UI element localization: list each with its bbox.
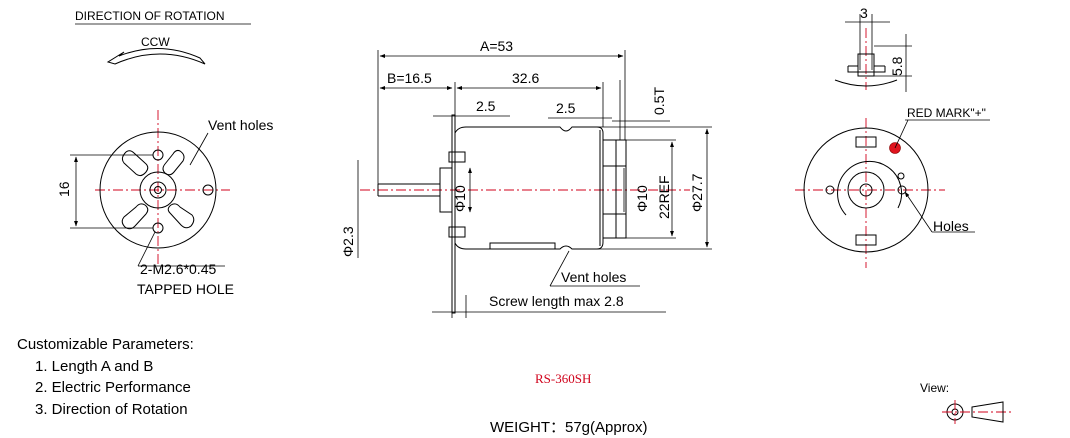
side-vent-leader [549, 250, 570, 287]
projection-symbol-icon [942, 400, 1014, 424]
holes-leader [904, 191, 933, 233]
param-item: 3. Direction of Rotation [35, 401, 188, 419]
rear-cap [602, 139, 627, 239]
side-vent-holes-label: Vent holes [561, 269, 626, 285]
tapped-hole-line1: 2-M2.6*0.45 [140, 261, 216, 277]
weight-label: WEIGHT：57g(Approx) [490, 419, 648, 436]
params-title: Customizable Parameters: [17, 336, 194, 353]
terminal-detail: 3 5.8 [834, 5, 912, 92]
terminal-plate [857, 53, 875, 77]
dim3-label: 3 [860, 5, 868, 21]
vent-hole [121, 150, 149, 177]
screw-length-label: Screw length max 2.8 [489, 293, 624, 309]
dim326-label: 32.6 [512, 70, 539, 86]
motor-body [454, 126, 604, 250]
rotation-title: DIRECTION OF ROTATION [75, 9, 225, 23]
rear-hole-small [897, 172, 905, 180]
dimA-label: A=53 [480, 38, 513, 54]
screw-top [448, 151, 466, 163]
rear-hole-right [897, 185, 907, 195]
rear-shaft [859, 183, 873, 197]
dim05t-label: 0.5T [651, 87, 667, 115]
terminal-tab [847, 65, 886, 73]
param-item: 1. Length A and B [35, 357, 154, 375]
view-label: View: [920, 381, 949, 395]
vent-hole [162, 149, 185, 176]
terminal-arc [834, 79, 898, 87]
front-outer-circle [99, 131, 217, 249]
param-item: 2. Electric Performance [35, 379, 191, 397]
model-number: RS-360SH [535, 371, 591, 386]
rear-view: RED MARK"+" Holes [795, 106, 990, 268]
dim58-label: 5.8 [889, 56, 905, 76]
front-small-hole [202, 184, 214, 196]
front-view: 16 Vent holes 2-M2.6*0.45 TAPPED HOLE [56, 110, 273, 297]
terminal-bottom [855, 234, 877, 246]
rear-bearing [847, 171, 885, 209]
shaft-dia-label: Φ2.3 [340, 226, 356, 257]
dimB-label: B=16.5 [387, 70, 432, 86]
dim25-right-label: 2.5 [556, 100, 576, 116]
side-view: A=53 B=16.5 32.6 2.5 2.5 0.5T Φ2.3 Φ10 Φ… [340, 38, 712, 318]
vent-leader [189, 132, 209, 166]
shaft [377, 183, 440, 197]
front-shaft-hole [149, 181, 167, 199]
boss-left-label: Φ10 [452, 185, 468, 212]
holes-label: Holes [933, 218, 969, 234]
red-mark-leader [894, 119, 909, 149]
rear-inner-ring [837, 160, 903, 216]
tapped-leader-a [137, 231, 156, 267]
vent-holes [121, 149, 195, 230]
front-bearing-ring [139, 171, 177, 209]
dim16-label: 16 [56, 181, 72, 197]
rotation-indicator: DIRECTION OF ROTATION CCW [75, 9, 251, 65]
front-shaft [154, 186, 162, 194]
dim277-label: Φ27.7 [689, 173, 705, 212]
rear-outer-circle [803, 127, 929, 253]
red-mark-label: RED MARK"+" [907, 106, 986, 120]
body-vent [489, 242, 556, 249]
ccw-arrow-icon [106, 48, 206, 65]
rotation-direction: CCW [141, 35, 170, 49]
rear-boss [602, 165, 627, 215]
vent-hole [121, 203, 149, 230]
boss-right-label: Φ10 [634, 185, 650, 212]
dim22-label: 22REF [656, 175, 672, 219]
dim25-left-label: 2.5 [476, 98, 496, 114]
front-vent-holes-label: Vent holes [208, 117, 273, 133]
terminal-top [855, 136, 877, 148]
rear-hole-left [825, 185, 835, 195]
tapped-hole-line2: TAPPED HOLE [137, 281, 234, 297]
vent-hole [167, 203, 195, 229]
screw-bottom [448, 226, 466, 238]
custom-params: Customizable Parameters: 1. Length A and… [17, 334, 194, 421]
